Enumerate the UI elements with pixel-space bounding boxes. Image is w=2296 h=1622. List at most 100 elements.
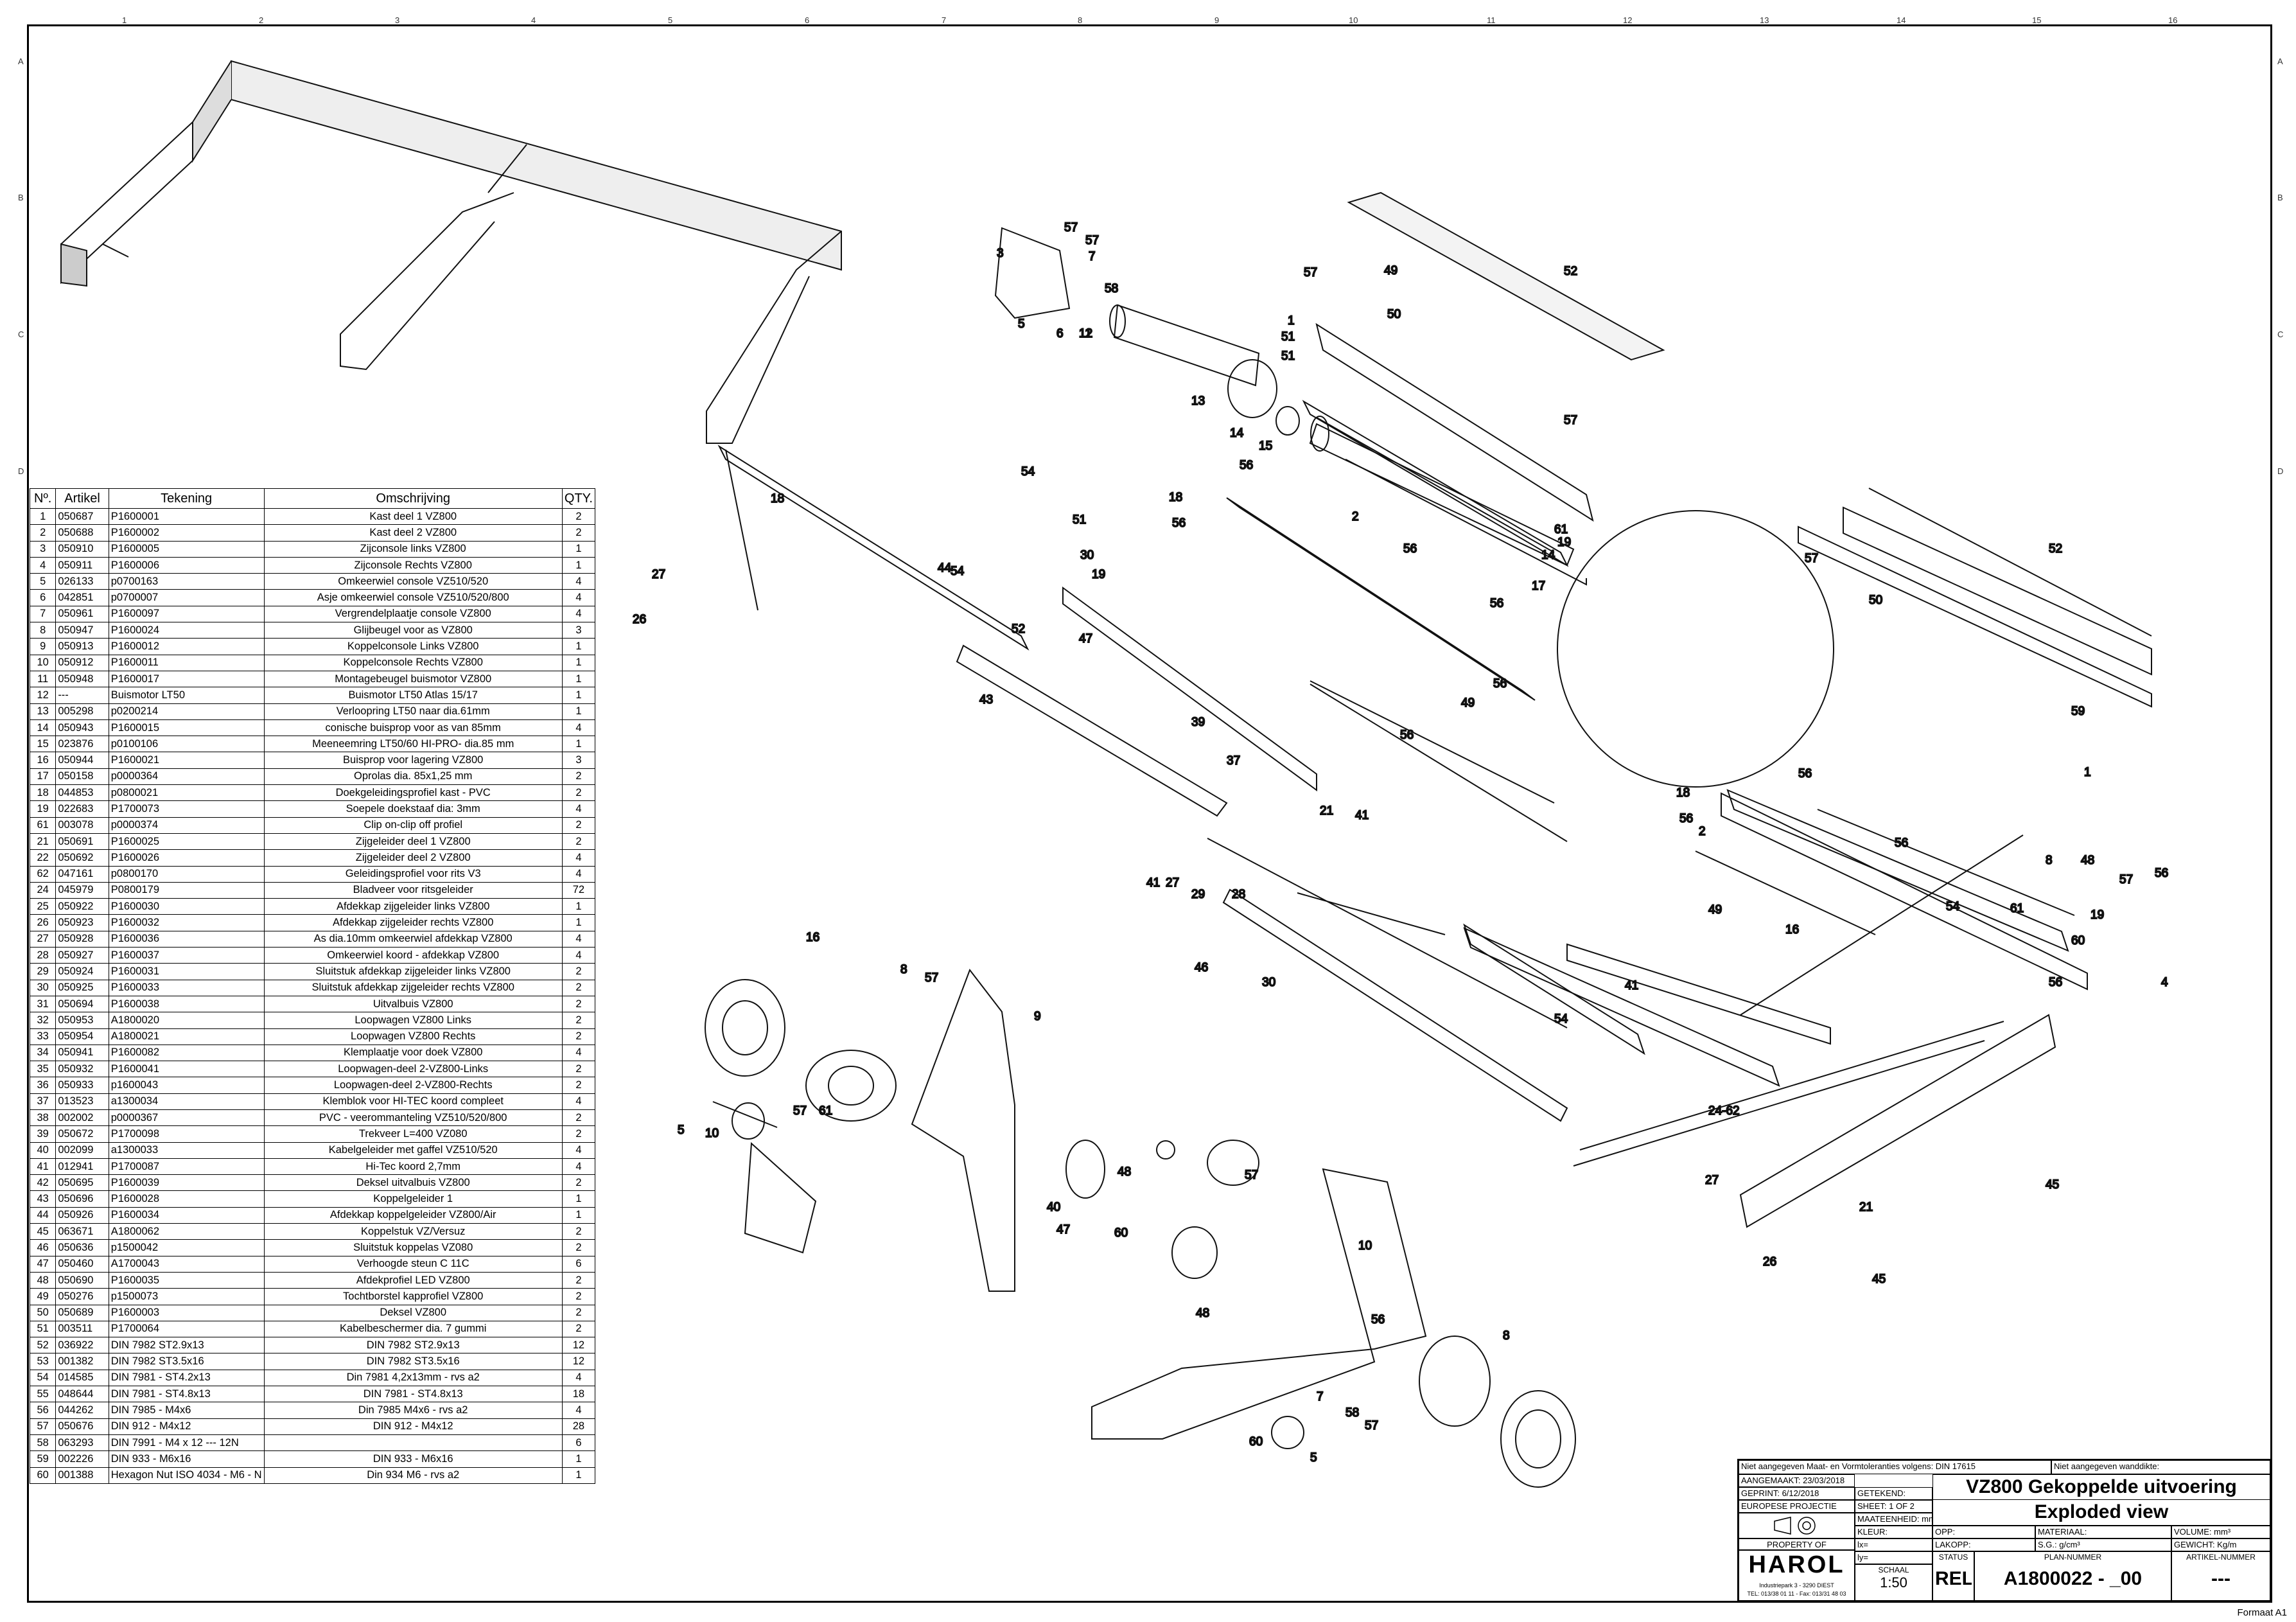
bom-cell-tekening: p0800170 <box>108 865 265 883</box>
bom-cell-nr: 2 <box>29 524 57 542</box>
bom-cell-omschrijving: Din 7985 M4x6 - rvs a2 <box>263 1402 563 1419</box>
bom-cell-nr: 15 <box>29 736 57 753</box>
bom-cell-artikel: 050636 <box>55 1239 109 1256</box>
bom-cell-qty: 2 <box>561 1304 596 1321</box>
bom-cell-qty: 12 <box>561 1337 596 1354</box>
svg-text:56: 56 <box>1798 767 1812 780</box>
svg-text:7: 7 <box>1317 1390 1324 1404</box>
svg-text:16: 16 <box>1785 923 1799 937</box>
ly: ly= <box>1855 1551 1932 1564</box>
bom-cell-artikel: 002226 <box>55 1450 109 1468</box>
bom-cell-tekening: p0000374 <box>108 816 265 834</box>
wall-note: Niet aangegeven wanddikte: <box>2051 1460 2270 1474</box>
svg-text:49: 49 <box>1384 264 1398 278</box>
bom-cell-artikel: 026133 <box>55 573 109 590</box>
bom-cell-nr: 52 <box>29 1337 57 1354</box>
bom-cell-artikel: 050692 <box>55 849 109 867</box>
bom-cell-omschrijving: Trekveer L=400 VZ080 <box>263 1125 563 1143</box>
bom-cell-tekening: Hexagon Nut ISO 4034 - M6 - N <box>108 1467 265 1484</box>
svg-text:5: 5 <box>678 1124 685 1137</box>
bom-cell-artikel: 045979 <box>55 881 109 899</box>
bom-cell-qty: 2 <box>561 1288 596 1305</box>
bom-cell-artikel: 050912 <box>55 654 109 671</box>
exploded-parts <box>705 191 2152 1488</box>
bom-cell-artikel: 050910 <box>55 540 109 558</box>
bom-cell-artikel: 002002 <box>55 1109 109 1127</box>
svg-text:49: 49 <box>1461 696 1475 710</box>
svg-text:19: 19 <box>1557 536 1571 549</box>
svg-text:27: 27 <box>652 568 665 581</box>
bom-cell-tekening: P1600041 <box>108 1061 265 1078</box>
bom-cell-nr: 30 <box>29 979 57 996</box>
scale: SCHAAL 1:50 <box>1855 1564 1932 1601</box>
created-date: AANGEMAAKT: 23/03/2018 <box>1739 1474 1855 1487</box>
drawing-subtitle: Exploded view <box>1932 1500 2270 1526</box>
bom-cell-omschrijving: Afdekkap zijgeleider links VZ800 <box>263 898 563 915</box>
bom-cell-omschrijving: Deksel uitvalbuis VZ800 <box>263 1174 563 1192</box>
svg-text:41: 41 <box>1625 979 1638 992</box>
bom-cell-tekening: P1600024 <box>108 622 265 639</box>
bom-cell-nr: 42 <box>29 1174 57 1192</box>
bom-cell-artikel: 050924 <box>55 963 109 980</box>
bom-cell-tekening: A1800020 <box>108 1012 265 1029</box>
bom-cell-tekening: P1600025 <box>108 833 265 851</box>
svg-text:18: 18 <box>1676 786 1690 800</box>
bom-cell-nr: 9 <box>29 638 57 655</box>
svg-text:50: 50 <box>1387 308 1401 321</box>
bom-cell-omschrijving: Koppelconsole Rechts VZ800 <box>263 654 563 671</box>
bom-cell-tekening: DIN 7981 - ST4.8x13 <box>108 1386 265 1403</box>
bom-cell-artikel: 005298 <box>55 703 109 720</box>
bom-cell-nr: 3 <box>29 540 57 558</box>
bom-cell-omschrijving: Montagebeugel buismotor VZ800 <box>263 670 563 688</box>
bom-cell-tekening: P1600002 <box>108 524 265 542</box>
bom-cell-nr: 45 <box>29 1223 57 1240</box>
bom-cell-nr: 54 <box>29 1369 57 1387</box>
svg-text:45: 45 <box>2046 1178 2059 1192</box>
bom-cell-qty: 2 <box>561 1061 596 1078</box>
bom-cell-qty: 4 <box>561 1093 596 1110</box>
bom-cell-nr: 6 <box>29 589 57 606</box>
bom-cell-omschrijving: DIN 912 - M4x12 <box>263 1418 563 1435</box>
bom-cell-tekening: DIN 7981 - ST4.2x13 <box>108 1369 265 1387</box>
bom-cell-artikel: 048644 <box>55 1386 109 1403</box>
status-value: REL <box>1935 1568 1972 1589</box>
printed-date: GEPRINT: 6/12/2018 <box>1739 1487 1855 1500</box>
svg-text:54: 54 <box>1946 900 1960 913</box>
bom-cell-omschrijving: Klemblok voor HI-TEC koord compleet <box>263 1093 563 1110</box>
svg-text:26: 26 <box>1763 1255 1776 1269</box>
status-label: STATUS <box>1938 1553 1968 1562</box>
bom-cell-omschrijving: Verhoogde steun C 11C <box>263 1255 563 1273</box>
weight: GEWICHT: Kg/m <box>2171 1538 2270 1551</box>
bom-cell-artikel: 050696 <box>55 1190 109 1208</box>
bom-cell-artikel: 050947 <box>55 622 109 639</box>
bom-cell-qty: 2 <box>561 963 596 980</box>
svg-text:12: 12 <box>1079 327 1092 340</box>
bom-cell-qty: 1 <box>561 540 596 558</box>
bom-cell-qty: 4 <box>561 573 596 590</box>
svg-text:4: 4 <box>2161 976 2168 989</box>
bom-cell-artikel: 050933 <box>55 1077 109 1094</box>
bom-cell-qty: 1 <box>561 1206 596 1224</box>
bom-cell-tekening: P1600003 <box>108 1304 265 1321</box>
svg-text:28: 28 <box>1232 888 1245 901</box>
bom-cell-artikel: 012941 <box>55 1158 109 1176</box>
bom-cell-tekening: p0700007 <box>108 589 265 606</box>
volume: VOLUME: mm³ <box>2171 1526 2270 1538</box>
svg-text:54: 54 <box>1021 465 1035 479</box>
bom-cell-omschrijving: DIN 7982 ST2.9x13 <box>263 1337 563 1354</box>
bom-cell-nr: 51 <box>29 1320 57 1338</box>
bom-cell-qty: 1 <box>561 1450 596 1468</box>
bom-cell-qty: 1 <box>561 1190 596 1208</box>
svg-text:9: 9 <box>1034 1010 1041 1023</box>
bom-cell-nr: 31 <box>29 995 57 1013</box>
